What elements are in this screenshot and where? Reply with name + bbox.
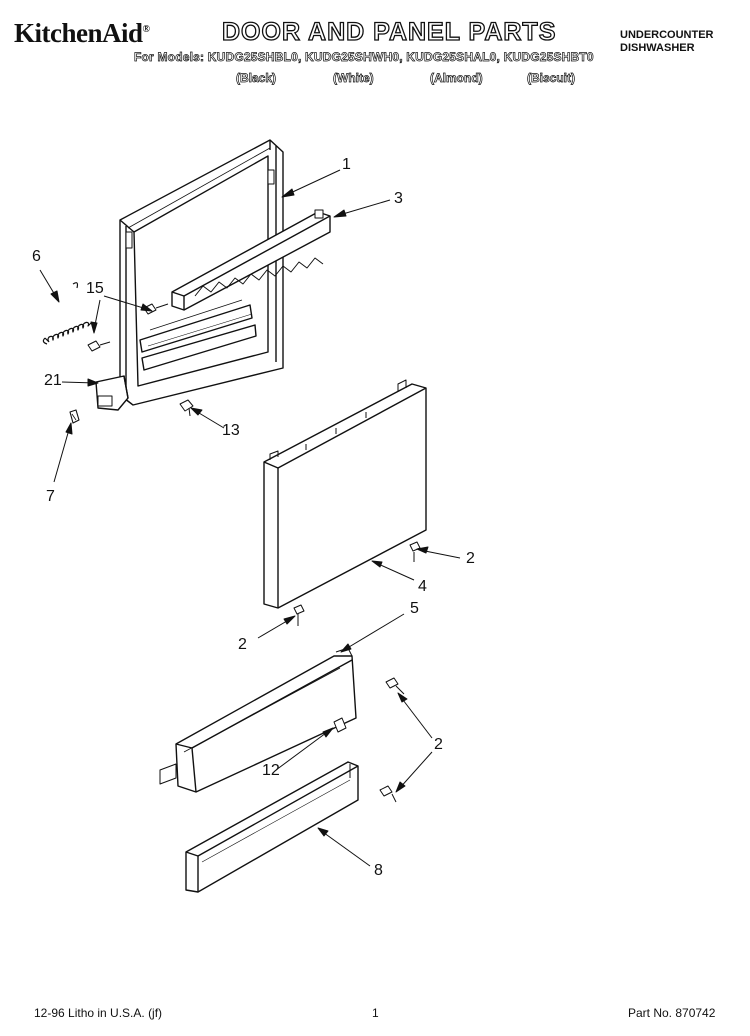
callout-3: 3 — [394, 190, 403, 207]
part-screw-2-console-b — [379, 785, 397, 803]
callout-21: 21 — [44, 372, 62, 389]
brand-name: KitchenAid — [14, 18, 143, 48]
color-biscuit: (Biscuit) — [527, 71, 576, 86]
color-white: (White) — [333, 71, 374, 86]
color-black: (Black) — [236, 71, 277, 86]
part-screw-13 — [179, 399, 194, 417]
callout-1: 1 — [342, 156, 351, 173]
callout-5: 5 — [410, 600, 419, 617]
part-bracket-12 — [333, 717, 347, 733]
callout-15: 15 — [86, 280, 104, 297]
footer-part-number: Part No. 870742 — [628, 1006, 716, 1020]
callout-12: 12 — [262, 762, 280, 779]
callout-6: 6 — [32, 248, 41, 265]
callout-8: 8 — [374, 862, 383, 879]
callout-7: 7 — [46, 488, 55, 505]
callout-2-upper: 2 — [466, 550, 475, 567]
part-clip — [69, 409, 80, 424]
part-screw-2-console-a — [385, 677, 405, 695]
footer-litho: 12-96 Litho in U.S.A. (jf) — [34, 1006, 163, 1020]
brand-mark: ® — [142, 24, 150, 35]
part-screw-2-upper — [409, 541, 421, 562]
brand-logo: KitchenAid® — [14, 18, 150, 49]
callout-13: 13 — [222, 422, 240, 439]
part-door-panel — [263, 379, 427, 609]
callout-2-lower: 2 — [238, 636, 247, 653]
part-control-console — [159, 647, 357, 793]
part-access-panel — [185, 761, 359, 893]
footer-page-number: 1 — [372, 1006, 379, 1020]
product-line-2: DISHWASHER — [620, 42, 695, 54]
part-vent — [171, 209, 331, 311]
color-almond: (Almond) — [430, 71, 483, 86]
leader-lines — [39, 169, 461, 867]
callout-4: 4 — [418, 578, 427, 595]
models-line: For Models: KUDG25SHBL0, KUDG25SHWH0, KU… — [134, 50, 594, 65]
part-screw-2-lower — [293, 604, 305, 626]
product-type: UNDERCOUNTER DISHWASHER — [620, 29, 714, 55]
product-line-1: UNDERCOUNTER — [620, 29, 714, 41]
part-door-frame — [119, 139, 284, 406]
callout-2-console: 2 — [434, 736, 443, 753]
page-title: DOOR AND PANEL PARTS — [221, 17, 557, 46]
part-hinge — [95, 375, 129, 411]
part-door-spring — [42, 282, 93, 345]
